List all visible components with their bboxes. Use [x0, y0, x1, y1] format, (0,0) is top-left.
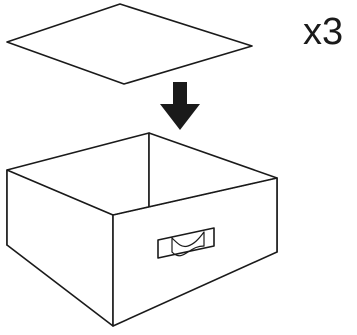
quantity-label: x3: [303, 11, 344, 53]
open-box: [6, 132, 278, 327]
down-arrow-icon: [160, 82, 200, 130]
box-front-rim: [112, 177, 278, 216]
box-handle-icon: [157, 227, 215, 259]
box-left-rim: [6, 169, 114, 216]
flat-panel: [6, 3, 253, 85]
